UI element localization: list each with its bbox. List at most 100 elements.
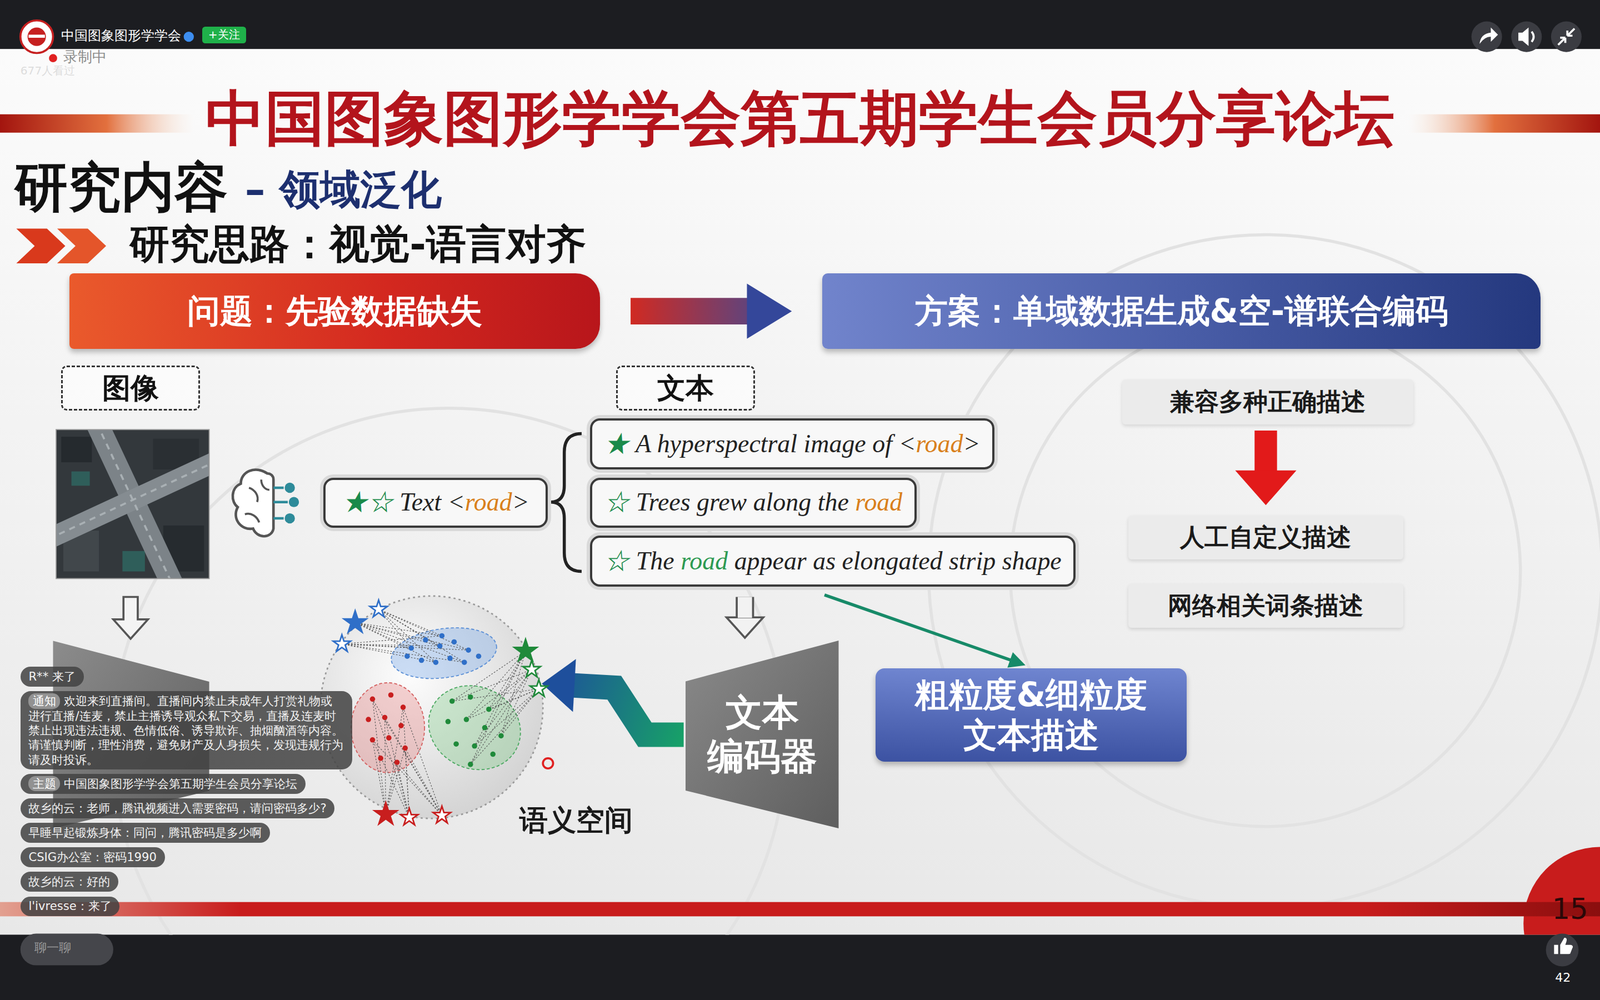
similarity-line [396,762,409,818]
text-run: road [680,546,728,575]
similarity-line [470,688,539,765]
slide-ground [0,48,1600,935]
chat-tag: 主题 [28,776,60,792]
cluster-region [414,670,534,785]
similarity-line [355,622,442,636]
section-subheading: – 领域泛化 [245,166,442,213]
text-anchor-star [343,610,367,632]
feature-dot [467,761,474,768]
similarity-line [378,609,469,650]
similarity-line [466,651,526,720]
follow-button: +关注 [202,26,247,44]
chat-message: CSIG办公室：密码1990 [28,850,157,864]
view-count: 677人看过 [20,64,76,78]
chat-bubble: CSIG办公室：密码1990 [20,847,165,868]
text-anchor-star [333,635,351,652]
connector-group [824,595,1026,668]
brain-icon [284,513,295,524]
node-text: 问题：先验数据缺失 [187,292,483,330]
top-bar-icons [28,34,45,38]
feature-dot [422,637,429,643]
connector-group [1235,430,1297,505]
top-bar-icons [1531,31,1534,42]
down-arrow [113,596,148,639]
brain-icon [288,496,299,507]
feature-dot [404,653,410,659]
chat-topic: 中国图象图形学学会第五期学生会员分享论坛 [63,776,298,791]
brace [551,433,582,572]
text-run: > [512,487,530,517]
similarity-line [341,643,440,647]
chat-message: 故乡的云：好的 [28,874,110,889]
brain-icon [232,470,299,537]
text-run: appear as elongated strip shape [727,546,1062,575]
similarity-line [341,643,464,663]
research-idea: 研究思路：视觉-语言对齐 [129,221,587,268]
feature-dot [408,645,414,652]
similarity-line [378,609,464,663]
image-frame [56,429,210,579]
chat-message: 早睡早起锻炼身体：同问，腾讯密码是多少啊 [28,825,262,840]
feature-dot [377,755,384,762]
text-run: > [962,429,980,458]
text-run: Trees grew along the [629,487,855,517]
chat-bubble: R** 来了 [20,666,84,687]
chat-bubble: 主题中国图象图形学学会第五期学生会员分享论坛 [20,773,306,794]
feature-dot [467,694,474,700]
similarity-line [466,688,539,720]
arrow-head [746,283,792,339]
text-description: ★ A hyperspectral image of <road> [590,418,995,470]
text-anchor-star [514,639,537,661]
hyperspectral-image [122,551,145,572]
chat-notice: 欢迎来到直播间。直播间内禁止未成年人打赏礼物或进行直播/连麦，禁止主播诱导观众私… [28,693,344,767]
text-run: ★ [342,487,368,517]
feature-dot [388,692,394,698]
feature-dot [370,696,376,702]
text-run: road [855,487,903,517]
section-heading: 研究内容 [14,157,228,219]
node-text: ☆ The road appear as elongated strip sha… [603,546,1062,577]
similarity-line [403,707,410,818]
feature-cluster [414,639,548,785]
feature-dot [476,653,482,659]
node-text: ★ A hyperspectral image of <road> [603,429,980,459]
top-bar-icons [48,53,58,63]
text-anchor-star [530,679,548,697]
feature-dot [382,714,388,720]
chat-message: l'ivresse：来了 [28,898,112,913]
text-run: ☆ [603,546,630,575]
text-anchor-star [400,808,418,825]
cluster-region [351,682,425,773]
semantic-space: 语义空间 [319,595,544,820]
text-anchor-star [522,660,540,677]
text-run: The [629,546,681,575]
node-text: 文本 编码器 [703,690,822,779]
hyperspectral-image [56,429,210,579]
page-number: 15 [1552,892,1589,926]
chat-bubble: 通知欢迎来到直播间。直播间内禁止未成年人打赏礼物或进行直播/连麦，禁止主播诱导观… [20,691,353,769]
feature-dot [402,745,408,752]
semantic-sphere [319,595,544,820]
node-text: 图像 [102,371,159,405]
top-bar-icons [1471,21,1503,53]
connector-fill [737,596,753,618]
hyperspectral-image [96,429,174,579]
arrow-head [1235,470,1297,505]
text-run: Text < [393,487,465,517]
similarity-line [452,688,539,702]
node-text: ★☆ Text <road> [342,487,530,518]
similarity-line [355,622,465,663]
feature-dot [398,722,404,729]
title-bar [0,114,194,133]
arrow-head [1007,652,1026,668]
chevron-icon [16,228,107,263]
chat-bubble: 故乡的云：好的 [20,871,119,892]
cursor-mark [542,758,553,769]
node-text: 兼容多种正确描述 [1170,387,1366,417]
text-run: A hyperspectral image of < [629,429,916,458]
bottom-bar [20,933,114,966]
top-bar-icons [1479,27,1498,44]
feature-dot [486,706,492,713]
top-bar-icons [27,27,47,47]
